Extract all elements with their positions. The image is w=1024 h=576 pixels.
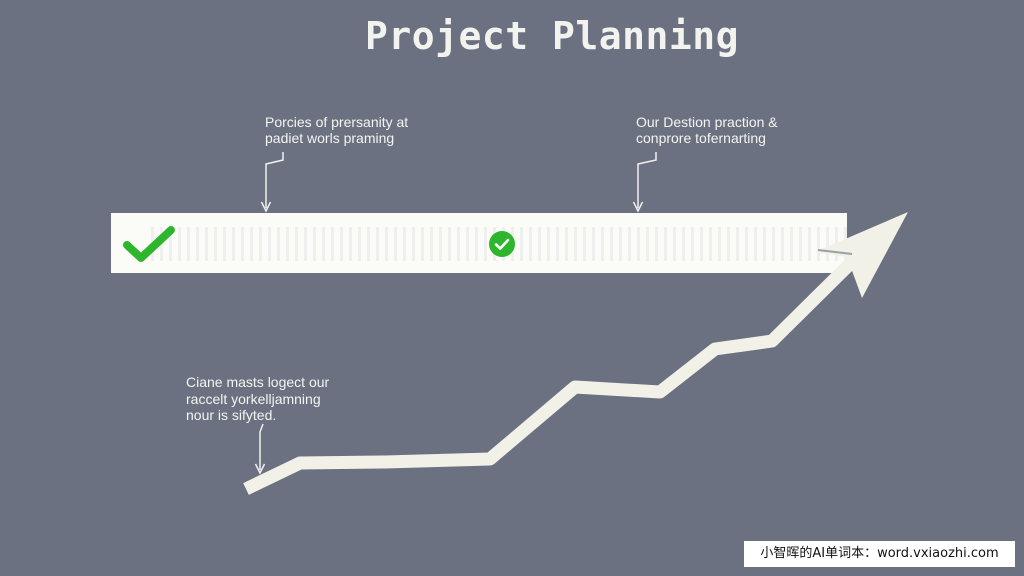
pointer-top-left [260, 152, 284, 213]
callout-top-right: Our Destion praction & conprore tofernar… [636, 114, 778, 146]
diagram-title: Project Planning [364, 14, 740, 58]
progress-band [111, 213, 851, 273]
pointer-bottom-left [254, 423, 266, 475]
callout-line: conprore tofernarting [636, 130, 766, 146]
callout-top-left: Porcies of prersanity at padiet worls pr… [265, 114, 408, 146]
callout-line: Our Destion praction & [636, 114, 778, 130]
callout-line: raccelt yorkelljamning [186, 390, 321, 407]
check-circle-icon [489, 231, 515, 257]
checkmark-icon [123, 226, 175, 262]
callout-line: Porcies of prersanity at [265, 114, 409, 130]
callout-line: Ciane masts logect our [186, 374, 330, 390]
pointer-top-right [632, 152, 657, 213]
watermark-label: 小智晖的AI单词本：word.vxiaozhi.com [744, 541, 1015, 567]
callout-bottom-left: Ciane masts logect our raccelt yorkellja… [186, 374, 329, 424]
growth-arrow [243, 212, 908, 495]
callout-line: nour is sifyted. [186, 407, 277, 423]
callout-line: padiet worls praming [265, 130, 395, 146]
